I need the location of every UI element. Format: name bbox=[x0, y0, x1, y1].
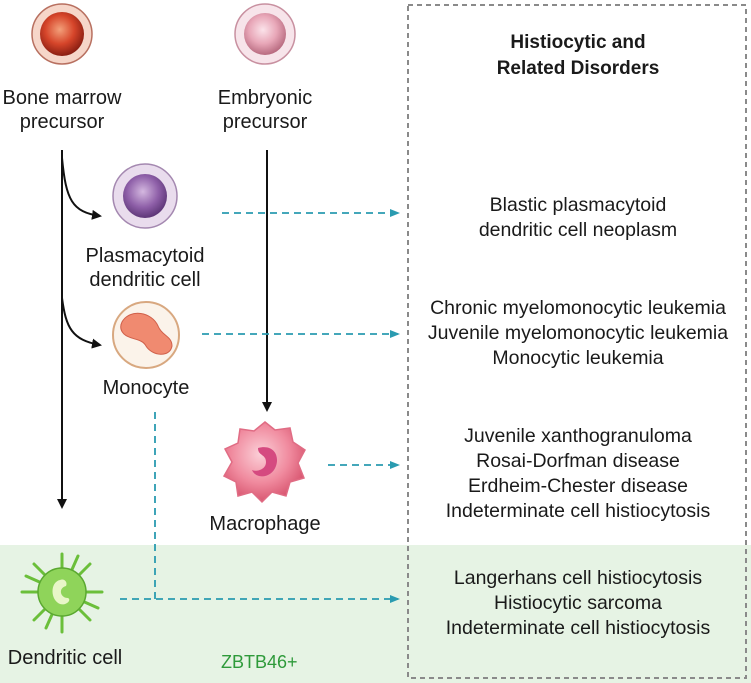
disorder-item: Rosai-Dorfman disease bbox=[476, 450, 680, 472]
disorder-item: Monocytic leukemia bbox=[492, 347, 664, 369]
dendritic-lineage-band bbox=[0, 545, 751, 683]
zbtb46-marker-label: ZBTB46+ bbox=[221, 652, 298, 672]
monocyte-label: Monocyte bbox=[102, 377, 190, 399]
macrophage-cell bbox=[222, 421, 306, 504]
dendritic-cell bbox=[20, 552, 104, 634]
plasmacytoid-disorders: Blastic plasmacytoid dendritic cell neop… bbox=[410, 193, 746, 243]
disorder-item: Langerhans cell histiocytosis bbox=[453, 567, 703, 589]
disorder-item: Indeterminate cell histiocytosis bbox=[445, 617, 711, 639]
dendritic-disorders: Langerhans cell histiocytosis Histiocyti… bbox=[410, 566, 746, 641]
disorder-item: Juvenile myelomonocytic leukemia bbox=[427, 322, 729, 344]
plasmacytoid-dendritic-cell bbox=[112, 163, 178, 229]
monocyte-disorders: Chronic myelomonocytic leukemia Juvenile… bbox=[410, 296, 746, 371]
macrophage-label: Macrophage bbox=[209, 513, 321, 535]
lineage-arrows bbox=[57, 150, 272, 509]
macrophage-disorders: Juvenile xanthogranuloma Rosai-Dorfman d… bbox=[410, 424, 746, 524]
disorder-item: Blastic plasmacytoid bbox=[489, 194, 667, 216]
disorder-item: dendritic cell neoplasm bbox=[478, 219, 678, 241]
bone-marrow-precursor-cell bbox=[31, 3, 93, 65]
embryonic-precursor-cell bbox=[234, 3, 296, 65]
disorder-item: Erdheim-Chester disease bbox=[467, 475, 688, 497]
monocyte-cell bbox=[112, 301, 180, 369]
disorder-item: Juvenile xanthogranuloma bbox=[464, 425, 692, 447]
disorder-arrows bbox=[120, 209, 400, 603]
disorder-item: Indeterminate cell histiocytosis bbox=[445, 500, 711, 522]
disorder-item: Histiocytic sarcoma bbox=[494, 592, 662, 614]
disorder-item: Chronic myelomonocytic leukemia bbox=[430, 297, 726, 319]
dendritic-cell-label: Dendritic cell bbox=[7, 647, 123, 669]
disorders-panel-border bbox=[407, 4, 747, 679]
